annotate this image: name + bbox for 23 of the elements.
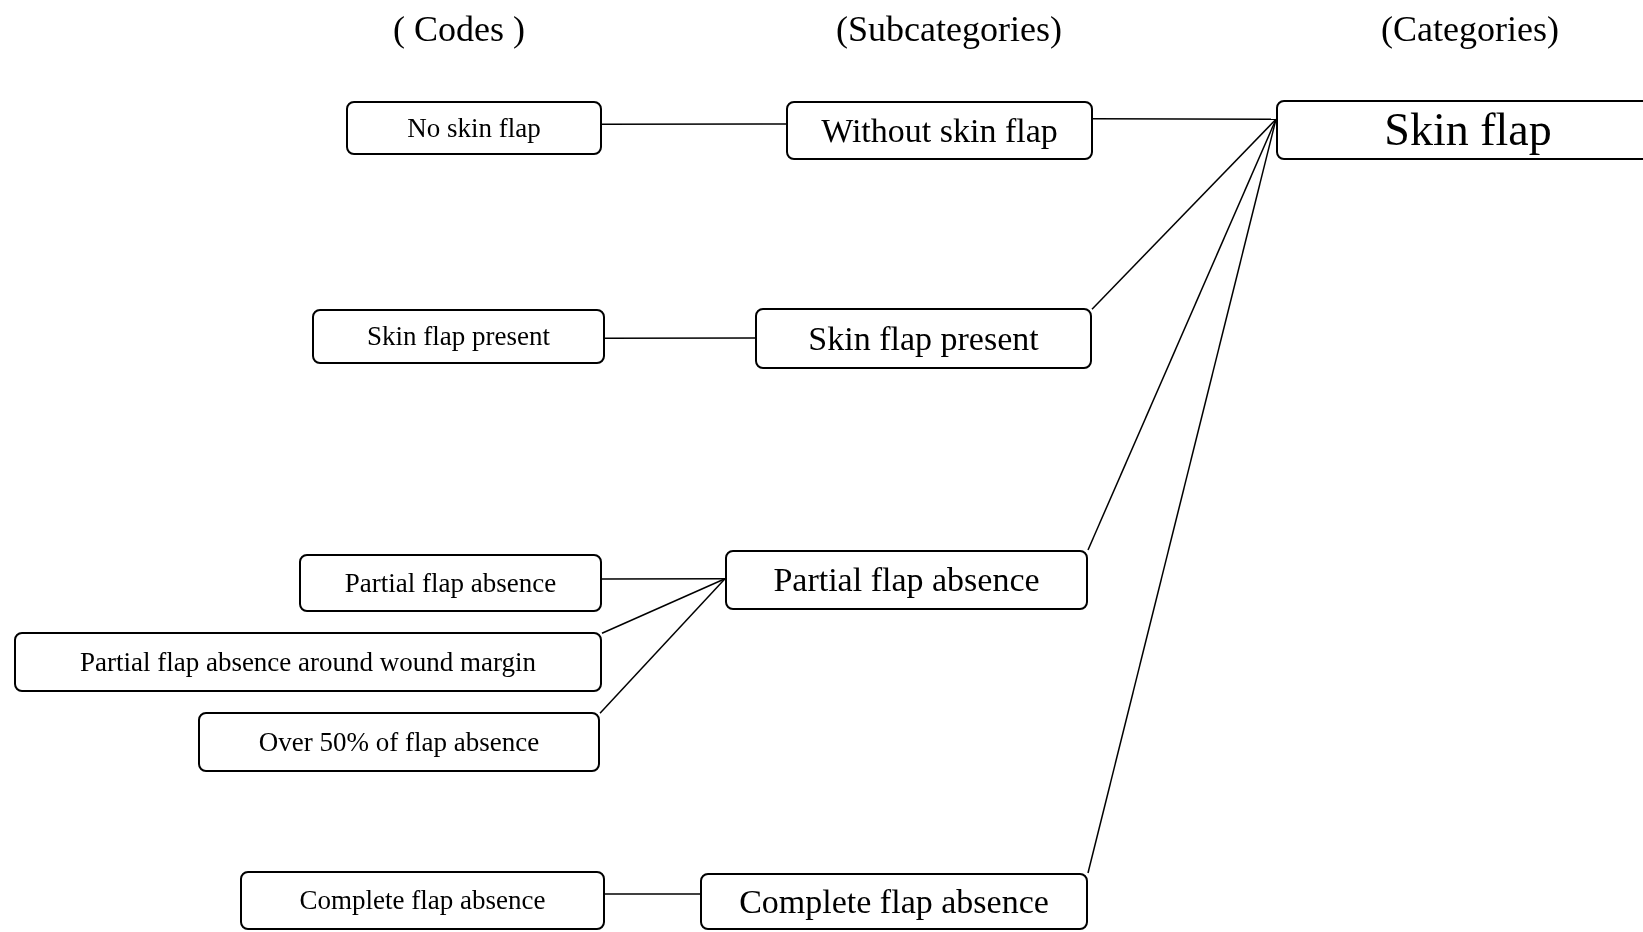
column-heading: (Categories) [1381, 8, 1559, 51]
category-box: Skin flap [1276, 100, 1643, 160]
connector-line [1091, 118, 1277, 310]
category-box: Skin flap present [312, 309, 605, 364]
connector-line [601, 578, 726, 634]
category-box: Partial flap absence [299, 554, 602, 612]
connector-line [601, 123, 787, 125]
category-box: Partial flap absence around wound margin [14, 632, 602, 692]
connector-line [1087, 118, 1277, 551]
category-box: Skin flap present [755, 308, 1092, 369]
connector-line [599, 578, 726, 714]
category-box: Over 50% of flap absence [198, 712, 600, 772]
category-box: Without skin flap [786, 101, 1093, 160]
connector-line [1092, 117, 1277, 120]
column-heading: (Subcategories) [836, 8, 1062, 51]
category-box: Partial flap absence [725, 550, 1088, 610]
connector-line [604, 337, 756, 339]
connector-line [604, 893, 701, 895]
category-box: Complete flap absence [700, 873, 1088, 930]
column-heading: ( Codes ) [393, 8, 525, 51]
connector-line [601, 578, 726, 580]
category-box: Complete flap absence [240, 871, 605, 930]
category-box: No skin flap [346, 101, 602, 155]
